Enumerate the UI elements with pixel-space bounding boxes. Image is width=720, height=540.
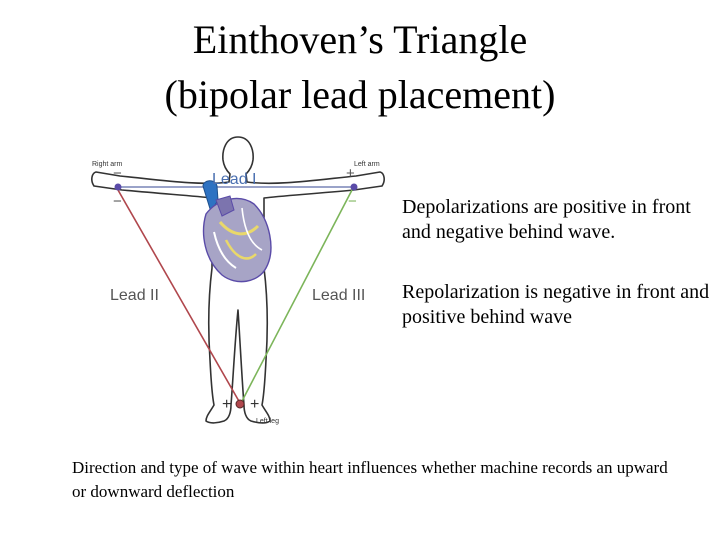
- left-arm-electrode: [350, 183, 358, 191]
- left-arm-label: Left arm: [354, 161, 380, 168]
- lead-iii-minus-sign: −: [348, 193, 357, 210]
- lead-ii-plus-sign: +: [222, 396, 231, 413]
- title-line-2: (bipolar lead placement): [164, 72, 556, 117]
- einthoven-diagram: Right arm Left arm Left leg − − + − + + …: [91, 136, 385, 425]
- body-outline: [91, 136, 385, 424]
- lead-i-plus-sign: +: [346, 165, 355, 182]
- lead-iii-plus-sign: +: [250, 396, 259, 413]
- lead-i-label: Lead I: [212, 171, 256, 188]
- depolarization-text: Depolarizations are positive in front an…: [402, 196, 691, 243]
- repolarization-text: Repolarization is negative in front and …: [402, 281, 710, 328]
- left-leg-electrode: [235, 399, 245, 409]
- right-arm-electrode: [114, 183, 122, 191]
- right-arm-label: Right arm: [92, 161, 123, 168]
- lead-ii-label: Lead II: [110, 287, 159, 304]
- lead-iii-line: [240, 189, 353, 404]
- lead-i-minus-sign: −: [113, 165, 122, 182]
- title-line-1: Einthoven’s Triangle: [192, 17, 528, 62]
- caption-text: Direction and type of wave within heart …: [72, 458, 668, 501]
- lead-ii-minus-sign: −: [113, 193, 122, 210]
- left-leg-label: Left leg: [256, 418, 279, 425]
- lead-ii-line: [117, 189, 241, 404]
- lead-iii-label: Lead III: [312, 287, 365, 304]
- heart-illustration: [202, 180, 272, 283]
